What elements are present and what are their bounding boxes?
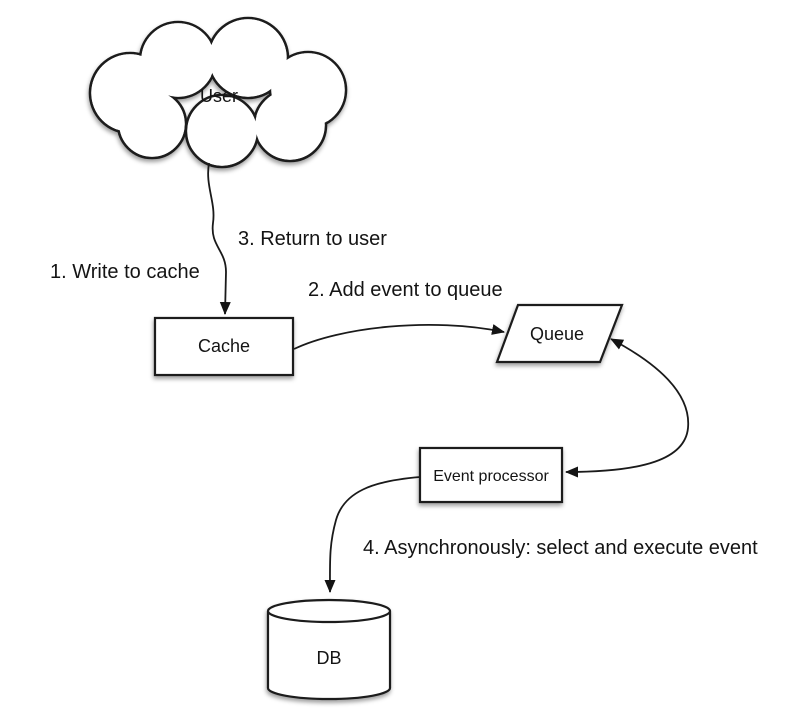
label-add-event-to-queue: 2. Add event to queue — [308, 279, 503, 301]
node-cache: Cache — [153, 316, 295, 377]
node-queue: Queue — [495, 303, 624, 364]
edge-queue-event-processor-bidirectional — [565, 338, 689, 478]
label-return-to-user: 3. Return to user — [238, 228, 387, 250]
event-processor-label: Event processor — [433, 468, 549, 485]
edge-user-to-cache — [207, 162, 231, 315]
db-label: DB — [316, 648, 341, 668]
edge-cache-to-queue — [293, 323, 505, 350]
queue-label: Queue — [530, 324, 584, 344]
edge-event-processor-to-db — [324, 476, 421, 593]
user-label: User — [200, 86, 238, 106]
node-user-cloud: User — [88, 16, 348, 169]
node-event-processor: Event processor — [418, 446, 564, 504]
label-async-select-execute: 4. Asynchronously: select and execute ev… — [363, 537, 758, 559]
node-db-cylinder: DB — [266, 598, 392, 701]
label-write-to-cache: 1. Write to cache — [50, 261, 200, 283]
cache-label: Cache — [198, 336, 250, 356]
